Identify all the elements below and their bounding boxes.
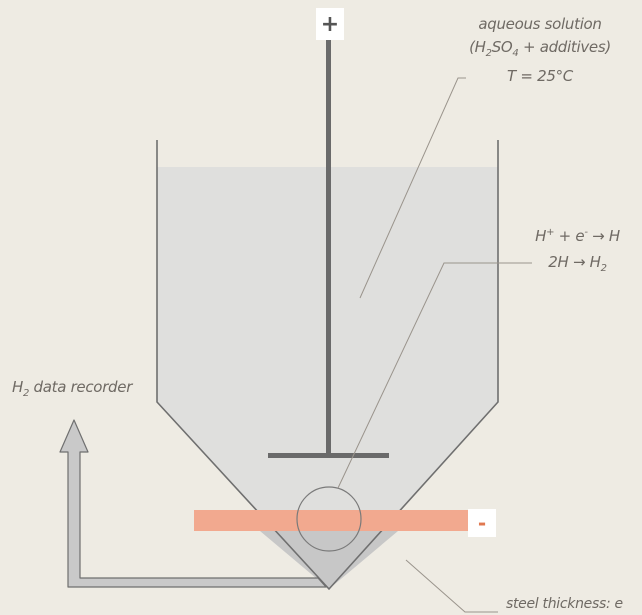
cathode-minus-sign: - <box>468 509 496 537</box>
steel-thickness-label: steel thickness: e <box>506 596 623 612</box>
anode-rod <box>326 38 331 458</box>
steel-leader-line <box>405 559 498 613</box>
hydrogen-pocket <box>260 531 398 589</box>
steel-membrane <box>194 510 468 531</box>
reaction-label: H+ + e- → H 2H → H2 <box>520 220 635 282</box>
anode-plate <box>268 453 389 458</box>
zoom-circle <box>296 486 362 552</box>
solution-label-line2: (H2SO4 + additives) <box>469 38 611 59</box>
solution-leader-line <box>359 77 466 299</box>
recorder-label: H2 data recorder <box>12 378 133 399</box>
anode-plus-sign: + <box>316 8 344 40</box>
recorder-arrow <box>59 419 327 588</box>
solution-label-line1: aqueous solution <box>478 15 602 33</box>
reaction-equation-1: H+ + e- → H <box>535 227 620 245</box>
reaction-leader-line <box>337 262 532 489</box>
vessel-outline <box>156 140 499 591</box>
reaction-equation-2: 2H → H2 <box>548 253 607 274</box>
solution-label-line3: T = 25°C <box>507 67 573 85</box>
solution-label: aqueous solution (H2SO4 + additives) T =… <box>440 13 640 88</box>
